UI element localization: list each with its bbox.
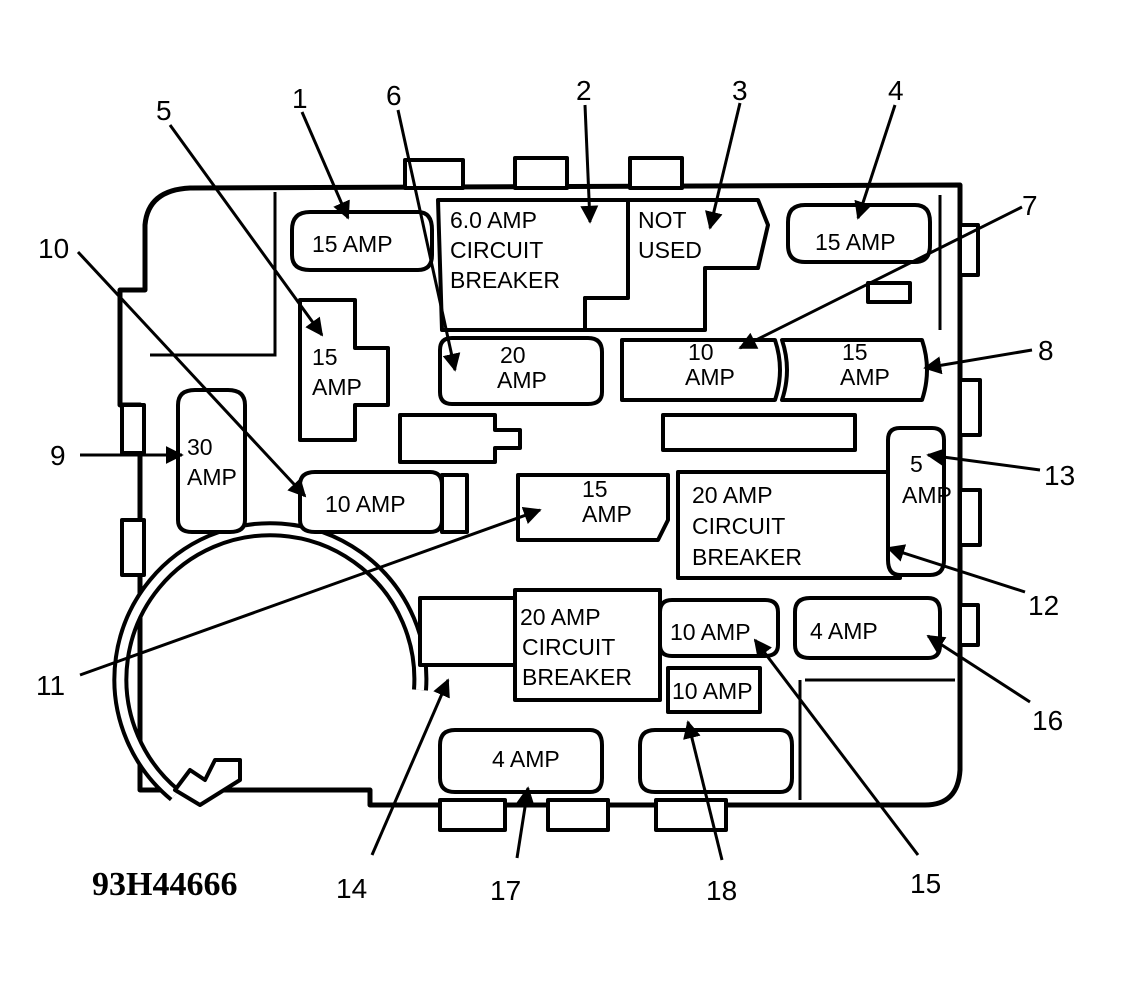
fuse-1: 15 AMP	[290, 210, 434, 272]
callout-6: 6	[386, 80, 402, 111]
callout-10: 10	[38, 233, 69, 264]
circuit-breaker-12-line3: BREAKER	[692, 544, 802, 570]
fuse-6-line1: 20	[500, 342, 526, 368]
fuse-5-line2: AMP	[312, 374, 362, 400]
callout-17: 17	[490, 875, 521, 906]
fuse-7: 10 AMP	[620, 338, 782, 402]
fuse-15-label: 10 AMP	[670, 619, 751, 645]
circuit-breaker-14-line2: CIRCUIT	[522, 634, 615, 660]
circuit-breaker-12-line1: 20 AMP	[692, 482, 773, 508]
fuse-9-line2: AMP	[187, 464, 237, 490]
fuse-8-line1: 15	[842, 339, 868, 365]
callout-14: 14	[336, 873, 367, 904]
callout-4: 4	[888, 75, 904, 106]
unused-slot-3-line1: NOT	[638, 207, 687, 233]
callout-2: 2	[576, 75, 592, 106]
fuse-5-line1: 15	[312, 344, 338, 370]
circuit-breaker-2-line2: CIRCUIT	[450, 237, 543, 263]
circuit-breaker-14-line3: BREAKER	[522, 664, 632, 690]
callout-8: 8	[1038, 335, 1054, 366]
leader-lines	[76, 102, 1041, 861]
fuse-18-label: 10 AMP	[672, 678, 753, 704]
circuit-breaker-14-line1: 20 AMP	[520, 604, 601, 630]
fuse-7-line2: AMP	[685, 364, 735, 390]
callout-5: 5	[156, 95, 172, 126]
fuse-1-label: 15 AMP	[312, 231, 393, 257]
callout-7: 7	[1022, 190, 1038, 221]
fuse-17-label: 4 AMP	[492, 746, 560, 772]
callout-15: 15	[910, 868, 941, 899]
fuse-6: 20 AMP	[438, 336, 604, 406]
fuse-16-label: 4 AMP	[810, 618, 878, 644]
fuse-10: 10 AMP	[298, 470, 469, 534]
fuse-11-line2: AMP	[582, 501, 632, 527]
unused-slot-3-line2: USED	[638, 237, 702, 263]
fuse-11: 15 AMP	[516, 473, 670, 542]
circuit-breaker-14: 20 AMP CIRCUIT BREAKER	[513, 588, 662, 702]
fuse-4-label: 15 AMP	[815, 229, 896, 255]
circuit-breaker-2-line1: 6.0 AMP	[450, 207, 537, 233]
fuse-13-line2: AMP	[902, 482, 952, 508]
callout-9: 9	[50, 440, 66, 471]
fuse-13-line1: 5	[910, 451, 923, 477]
circuit-breaker-2: 6.0 AMP CIRCUIT BREAKER	[436, 198, 630, 332]
fuse-17: 4 AMP	[438, 728, 604, 794]
circuit-breaker-12-line2: CIRCUIT	[692, 513, 785, 539]
fuse-8-line2: AMP	[840, 364, 890, 390]
misc-blocks	[398, 281, 912, 667]
circuit-breaker-12: 20 AMP CIRCUIT BREAKER	[676, 470, 902, 580]
callout-11: 11	[36, 670, 65, 701]
fuse-8: 15 AMP	[780, 338, 929, 402]
fuse-6-line2: AMP	[497, 367, 547, 393]
fuse-7-line1: 10	[688, 339, 714, 365]
fuse-9: 30 AMP	[176, 388, 247, 534]
fuse-18: 10 AMP	[638, 666, 794, 794]
callout-12: 12	[1028, 590, 1059, 621]
connector-ring	[112, 521, 429, 807]
callout-18: 18	[706, 875, 737, 906]
fuse-15: 10 AMP	[658, 598, 780, 658]
fuse-11-line1: 15	[582, 476, 608, 502]
fuse-13: 5 AMP	[886, 426, 952, 577]
fuse-4: 15 AMP	[786, 203, 932, 264]
callout-numbers: 1 2 3 4 5 6 7 8 9 10 11 12 13 14 15 16 1…	[36, 75, 1075, 906]
callout-13: 13	[1044, 460, 1075, 491]
figure-id: 93H44666	[92, 866, 237, 903]
fuse-9-line1: 30	[187, 434, 213, 460]
fuse-16: 4 AMP	[793, 596, 942, 660]
callout-16: 16	[1032, 705, 1063, 736]
callout-3: 3	[732, 75, 748, 106]
callout-1: 1	[292, 83, 308, 114]
circuit-breaker-2-line3: BREAKER	[450, 267, 560, 293]
fuse-10-label: 10 AMP	[325, 491, 406, 517]
unused-slot-3: NOT USED	[583, 198, 770, 332]
